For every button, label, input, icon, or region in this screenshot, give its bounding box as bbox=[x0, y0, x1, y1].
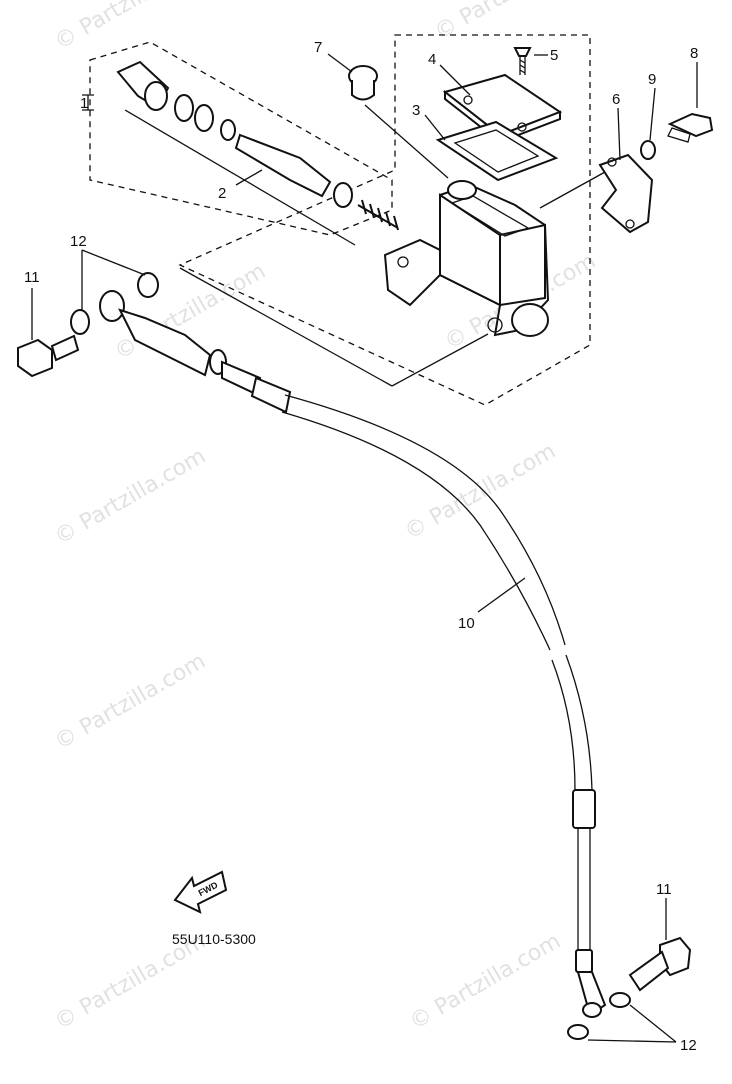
hose-to-cylinder-leader bbox=[179, 267, 393, 387]
union-bolt bbox=[17, 334, 80, 378]
forward-arrow-icon: FWD bbox=[173, 870, 228, 914]
washer-ring bbox=[194, 104, 214, 132]
brake-hose-lower bbox=[565, 654, 593, 791]
piston-rod bbox=[234, 133, 332, 198]
watermark: © Partzilla.com bbox=[51, 444, 211, 551]
watermark: © Partzilla.com bbox=[51, 0, 211, 55]
diaphragm bbox=[435, 120, 559, 182]
brake-hose bbox=[281, 411, 551, 651]
leader-6 bbox=[617, 107, 621, 161]
crush-washer bbox=[567, 1024, 589, 1040]
callout-11-right: 11 bbox=[656, 881, 672, 898]
master-cylinder-body bbox=[383, 180, 550, 337]
dust-boot-rim bbox=[144, 81, 168, 111]
cap-leader bbox=[364, 104, 449, 179]
callout-6: 6 bbox=[612, 91, 620, 108]
callout-8: 8 bbox=[690, 45, 698, 62]
callout-2: 2 bbox=[218, 185, 226, 202]
brake-hose-lower bbox=[551, 659, 576, 791]
piston-axis-leader bbox=[124, 109, 356, 246]
crush-washer bbox=[137, 272, 159, 298]
callout-5: 5 bbox=[550, 47, 558, 64]
reservoir-cap bbox=[348, 65, 378, 101]
leader-3 bbox=[424, 114, 446, 141]
leader-9 bbox=[649, 87, 656, 141]
callout-7: 7 bbox=[314, 39, 322, 56]
callout-1: 1 bbox=[80, 95, 88, 112]
watermark: © Partzilla.com bbox=[51, 649, 211, 756]
leader-7 bbox=[327, 53, 353, 73]
callout-1-bracket bbox=[82, 94, 94, 111]
callout-4: 4 bbox=[428, 51, 436, 68]
callout-9: 9 bbox=[648, 71, 656, 88]
leader-12-right bbox=[587, 1004, 677, 1043]
piston-assembly bbox=[116, 60, 399, 246]
watermark: © Partzilla.com bbox=[431, 0, 591, 45]
clamp-leader bbox=[539, 171, 606, 209]
banjo-fitting-upper bbox=[99, 290, 292, 414]
watermark: © Partzilla.com bbox=[406, 929, 566, 1036]
hose-to-cylinder-leader bbox=[391, 333, 489, 387]
union-bolt-right bbox=[628, 936, 692, 992]
leader-4 bbox=[439, 64, 471, 96]
hose-leader-10 bbox=[477, 577, 526, 613]
diagram-code: 55U110-5300 bbox=[172, 931, 256, 947]
banjo-fitting-lower bbox=[572, 789, 607, 1018]
leader-2 bbox=[235, 169, 263, 186]
return-spring bbox=[357, 199, 399, 231]
brake-hose bbox=[284, 394, 566, 646]
cover-screw bbox=[513, 47, 532, 75]
callout-12-left: 12 bbox=[70, 233, 87, 250]
callout-11-left: 11 bbox=[24, 269, 40, 286]
callout-10: 10 bbox=[458, 615, 475, 632]
piston-kit-outline bbox=[89, 41, 393, 236]
washer bbox=[640, 140, 656, 160]
crush-washer bbox=[70, 309, 90, 335]
crush-washer bbox=[609, 992, 631, 1008]
o-ring bbox=[220, 119, 236, 141]
callout-12-right: 12 bbox=[680, 1037, 697, 1054]
circlip bbox=[174, 94, 194, 122]
watermark: © Partzilla.com bbox=[401, 439, 561, 546]
piston-cup bbox=[333, 182, 353, 208]
leader-12-left bbox=[81, 249, 146, 310]
clamp-bolt bbox=[667, 112, 714, 143]
handlebar-clamp bbox=[598, 153, 654, 234]
callout-3: 3 bbox=[412, 102, 420, 119]
